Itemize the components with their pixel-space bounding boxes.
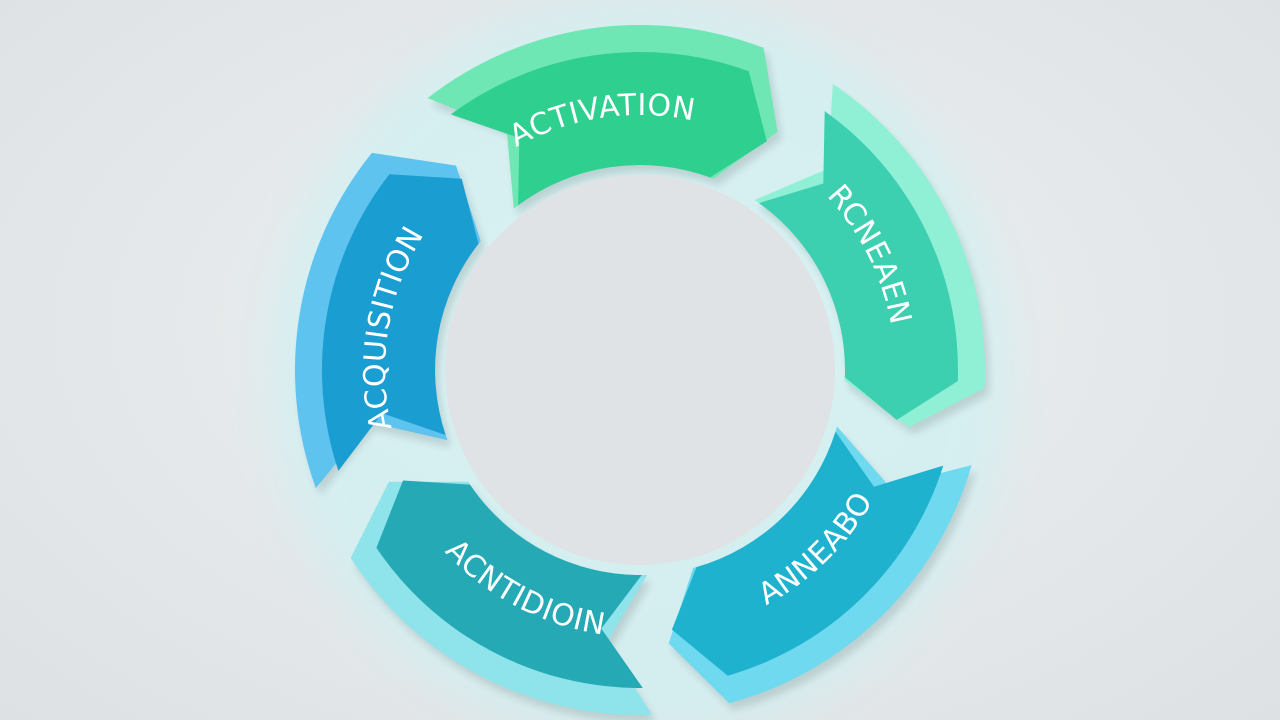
segment-acquisition (295, 152, 485, 495)
segment-inner-band (450, 52, 767, 206)
segment-inner-band (671, 431, 944, 676)
segment-rcneaen (754, 84, 989, 435)
center-hole (445, 175, 835, 565)
segment-anneabo (668, 426, 976, 711)
segments-layer (295, 24, 989, 720)
segment-activation (427, 24, 782, 216)
segment-inner-band (376, 480, 643, 689)
segment-inner-band (759, 111, 958, 420)
segment-inner-band (321, 174, 479, 471)
segment-acntidioin (350, 480, 655, 720)
